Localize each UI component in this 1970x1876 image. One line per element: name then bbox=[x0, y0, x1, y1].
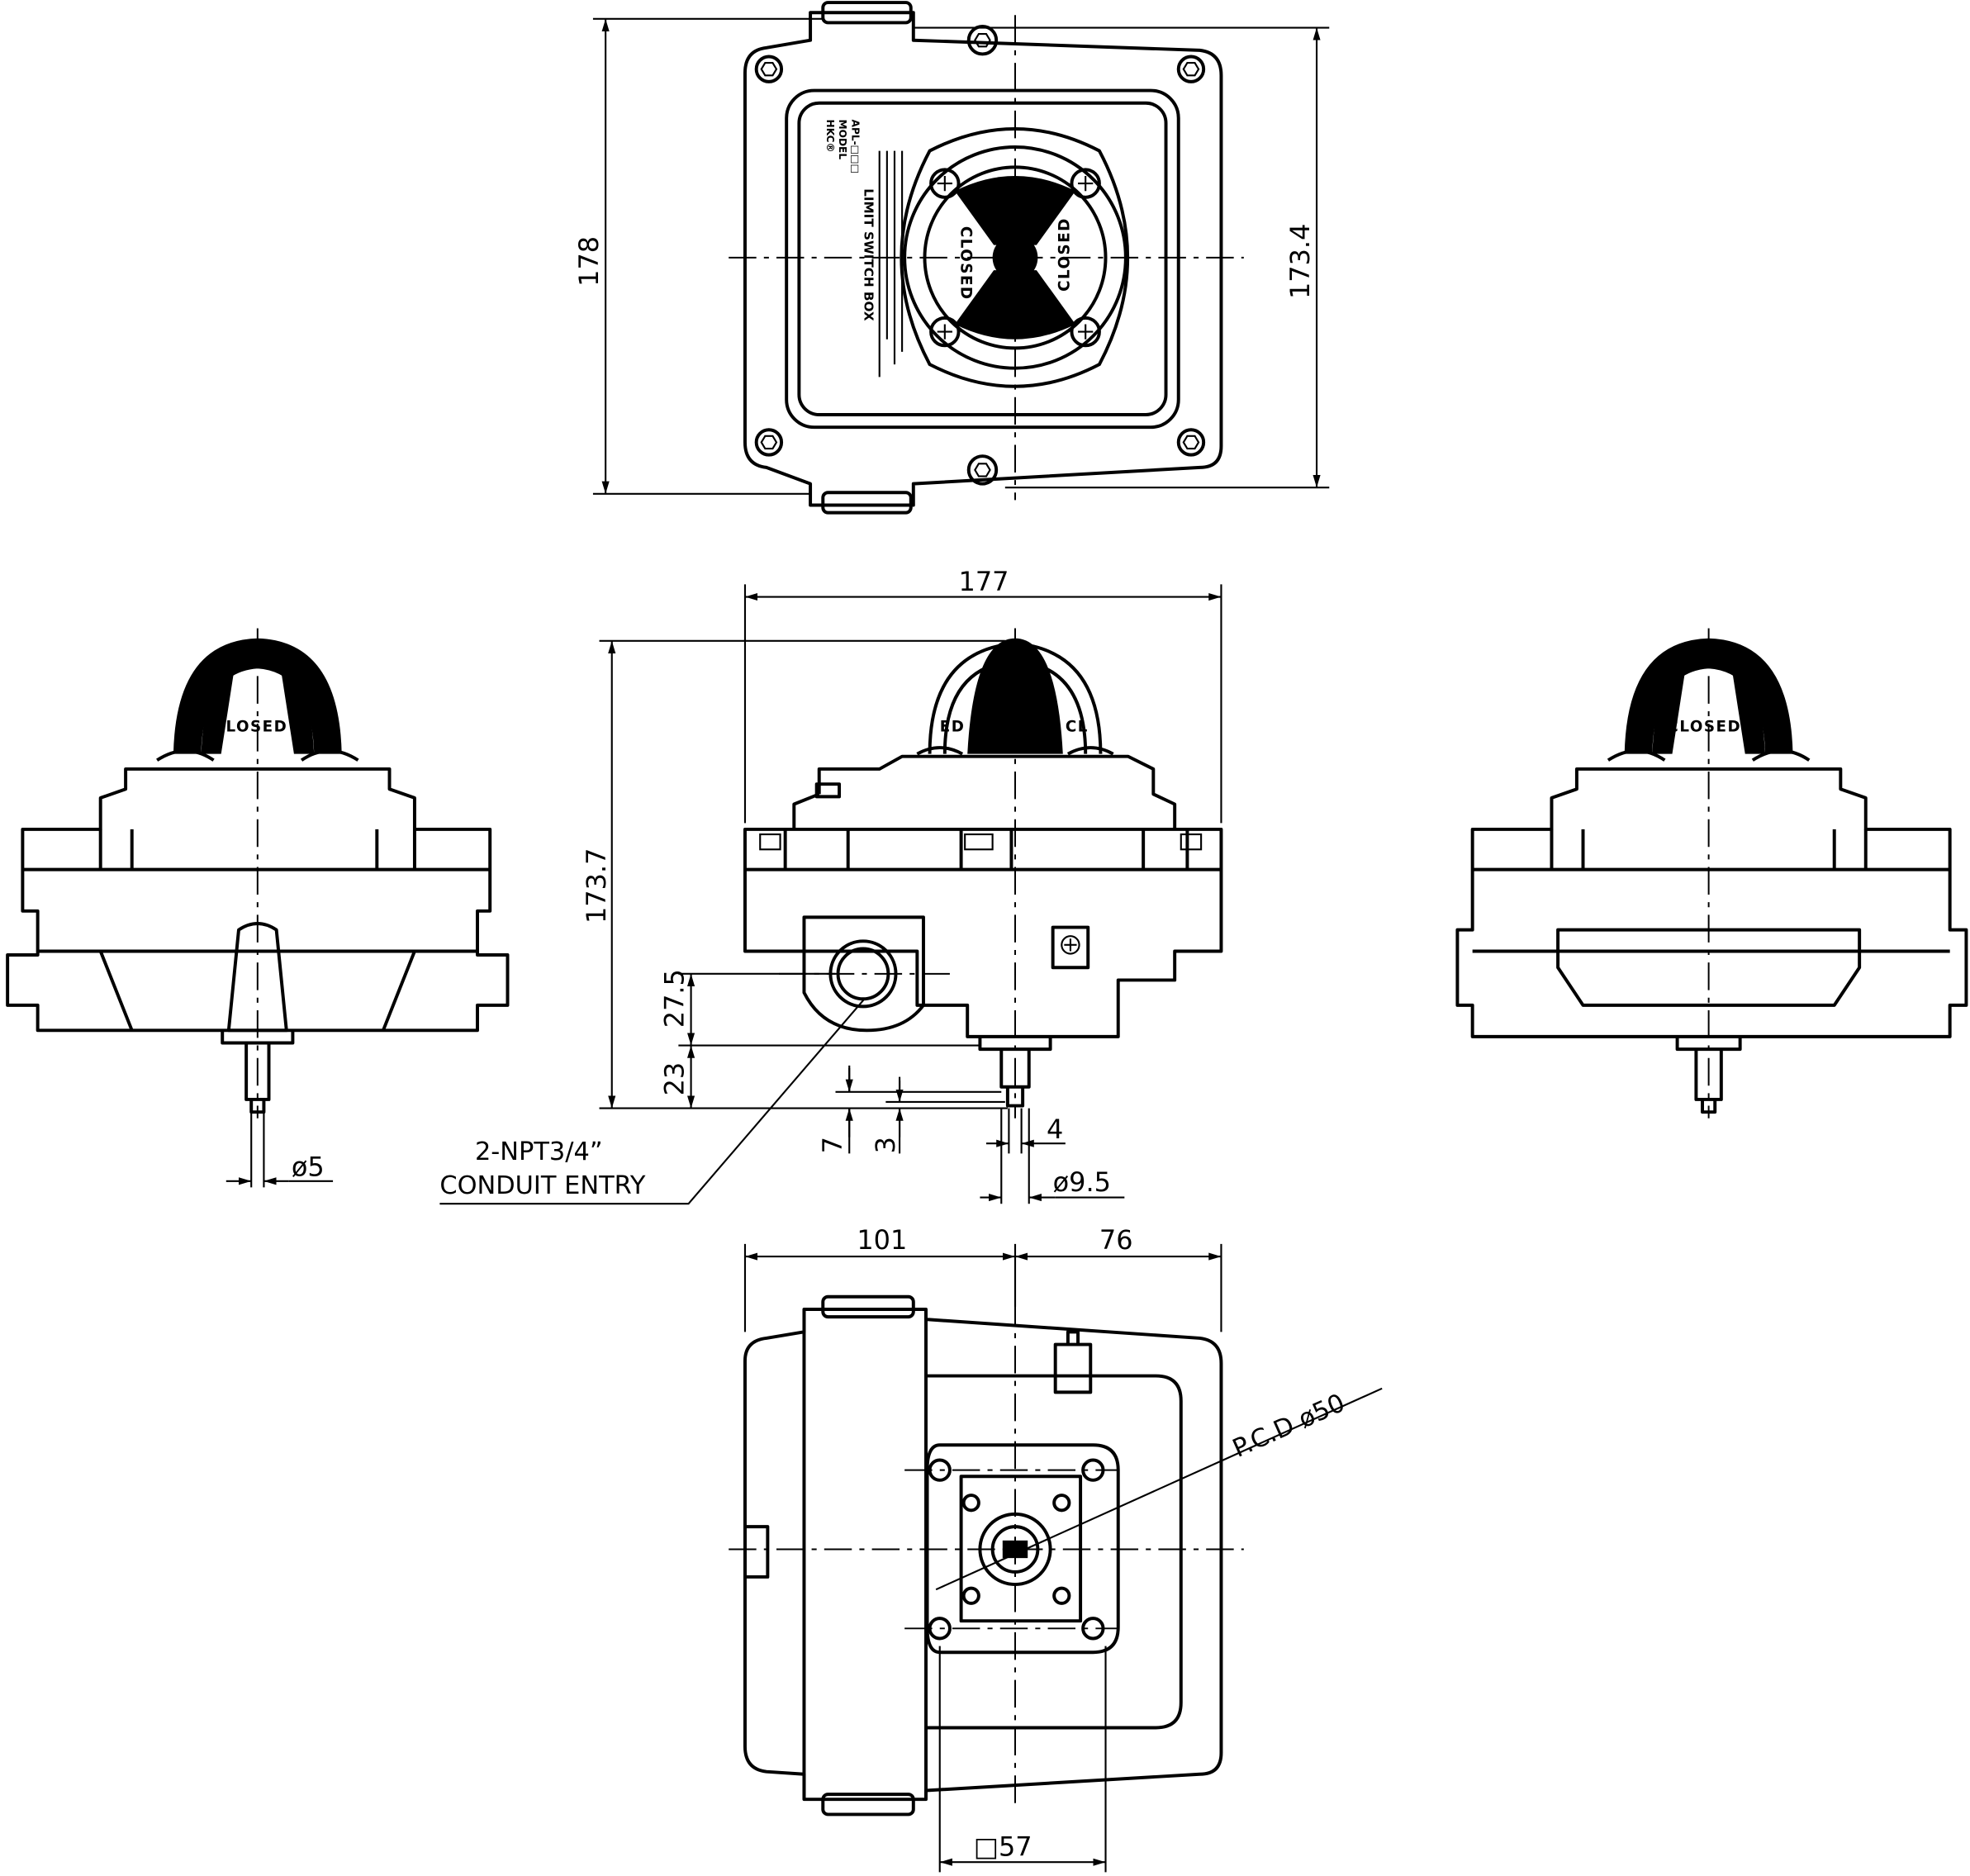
indicator-label: CLOSED bbox=[214, 718, 288, 735]
conduit-note-line1: 2-NPT3/4” bbox=[475, 1137, 603, 1166]
indicator-fragment: CL bbox=[1066, 718, 1089, 735]
dim-3: 3 bbox=[870, 1137, 901, 1153]
dim-101: 101 bbox=[857, 1224, 907, 1256]
indicator-fragment: ED bbox=[940, 718, 966, 735]
dim-width-177: 177 bbox=[959, 566, 1009, 597]
dim-square-57: □57 bbox=[974, 1831, 1032, 1863]
nameplate-model-value: APL-□□□ bbox=[849, 120, 861, 174]
bottom-view: 101 76 □57 P.C.D ø50 bbox=[729, 1224, 1383, 1873]
indicator-label: CLOSED bbox=[1056, 217, 1073, 292]
dim-76: 76 bbox=[1099, 1224, 1133, 1256]
pcd-label: P.C.D ø50 bbox=[1228, 1389, 1349, 1464]
nameplate-title: LIMIT SWITCH BOX bbox=[861, 188, 876, 321]
dim-dia-5: ø5 bbox=[292, 1152, 325, 1183]
right-side-view: CLOSED bbox=[1455, 628, 1968, 1118]
dim-dia-9-5: ø9.5 bbox=[1053, 1166, 1111, 1198]
top-view: HKC® MODEL APL-□□□ LIMIT SWITCH BOX CLOS… bbox=[573, 1, 1330, 515]
dim-height-173-7: 173.7 bbox=[581, 848, 612, 924]
conduit-note-line2: CONDUIT ENTRY bbox=[439, 1171, 645, 1200]
screw-icon bbox=[929, 168, 1101, 348]
dim-23: 23 bbox=[658, 1062, 690, 1096]
indicator-label: CLOSED bbox=[957, 226, 975, 301]
bolt-icon bbox=[754, 25, 1206, 486]
dim-height-178: 178 bbox=[573, 236, 605, 287]
dim-27-5: 27.5 bbox=[658, 969, 690, 1028]
nameplate-brand: HKC® bbox=[824, 120, 836, 153]
front-view: ED CL 177 173.7 27.5 23 bbox=[439, 566, 1223, 1205]
dim-7: 7 bbox=[817, 1137, 848, 1153]
dim-height-173-4: 173.4 bbox=[1284, 224, 1316, 299]
nameplate-model-label: MODEL bbox=[837, 120, 848, 160]
left-side-view: CLOSED ø5 bbox=[6, 628, 510, 1188]
dim-4: 4 bbox=[1047, 1114, 1063, 1145]
indicator-label: CLOSED bbox=[1667, 718, 1741, 735]
nameplate: HKC® MODEL APL-□□□ LIMIT SWITCH BOX bbox=[824, 120, 904, 378]
